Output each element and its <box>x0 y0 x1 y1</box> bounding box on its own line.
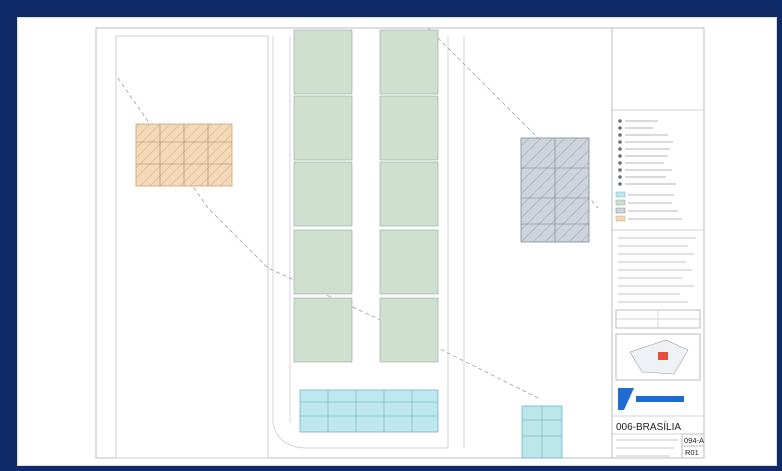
road-edges <box>272 36 465 448</box>
road-curve <box>272 422 448 449</box>
left-lot-outline <box>115 35 269 459</box>
project-info: 006-BRASÍLIA 094-A R01 <box>612 415 705 459</box>
revision-table <box>615 309 701 329</box>
green-zones-left <box>293 29 353 363</box>
orange-zone <box>135 123 233 187</box>
gray-zone <box>520 137 590 243</box>
project-name: 006-BRASÍLIA <box>616 420 681 433</box>
plan-canvas: 006-BRASÍLIA 094-A R01 <box>95 27 705 459</box>
teal-zone <box>521 405 563 459</box>
green-zones-right <box>379 29 439 363</box>
notes-block <box>612 229 704 303</box>
sheet-number: 094-A <box>684 436 704 445</box>
legend <box>612 109 704 222</box>
key-plan <box>615 333 701 381</box>
title-block: 006-BRASÍLIA 094-A R01 <box>611 27 705 459</box>
company-logo <box>618 388 684 410</box>
revision-code: R01 <box>685 448 699 457</box>
drawing-sheet: 006-BRASÍLIA 094-A R01 <box>17 17 777 466</box>
cyan-zone <box>299 389 439 433</box>
